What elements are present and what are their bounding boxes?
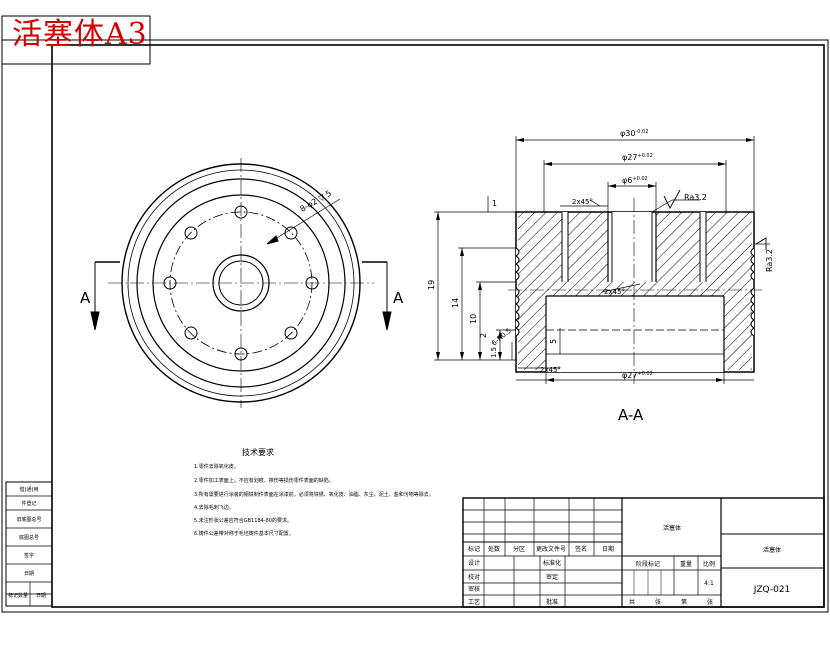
side-row: 件登记 bbox=[21, 500, 36, 507]
sheet-index: 第 bbox=[681, 598, 687, 606]
dim-d6: φ6+0.02 bbox=[622, 176, 648, 185]
dim-chamfer-mid: 2x45° bbox=[604, 288, 625, 296]
dim-h1: 1 bbox=[492, 199, 497, 208]
title-block bbox=[462, 497, 825, 608]
mid-approve: 审定 bbox=[546, 573, 558, 581]
header-date: 日期 bbox=[602, 545, 614, 553]
row-check: 校对 bbox=[468, 573, 480, 581]
dim-d27-top: φ27+0.02 bbox=[622, 153, 653, 162]
side-row: 日期 bbox=[24, 571, 34, 577]
sheet-unit-b: 张 bbox=[707, 598, 713, 606]
tech-item: 4.去除毛刺飞边。 bbox=[194, 504, 234, 511]
inner-border bbox=[51, 44, 825, 608]
dimension-arrows bbox=[436, 138, 754, 382]
side-bottom: 日期 bbox=[36, 593, 46, 599]
material-cell: 活塞体 bbox=[663, 524, 681, 532]
header-count: 处数 bbox=[488, 545, 500, 553]
side-table bbox=[5, 481, 53, 607]
scale-value: 4:1 bbox=[704, 580, 714, 587]
side-table-labels: 借(通)用 件登记 旧底图总号 底图总号 签字 日期 标记数量 日期 bbox=[8, 486, 46, 599]
tech-list: 1.零件去除氧化皮。 2.零件加工表面上，不应有划痕、擦伤等损伤零件表面的缺陷。… bbox=[194, 463, 434, 537]
tech-item: 5.未注形状公差应符合GB1184-80的要求。 bbox=[194, 517, 292, 524]
dim-h2: 2 bbox=[479, 333, 488, 338]
mid-final: 批准 bbox=[546, 598, 558, 606]
scale-label: 比例 bbox=[703, 560, 715, 568]
title-block-text: 标记 处数 分区 更改文件号 签名 日期 设计 校对 审核 工艺 标准化 审定 … bbox=[468, 524, 790, 606]
section-view bbox=[508, 198, 762, 384]
end-view bbox=[90, 158, 392, 408]
side-row: 签字 bbox=[24, 552, 34, 559]
stage-label: 阶段标记 bbox=[636, 560, 660, 568]
dim-h19: 19 bbox=[427, 280, 436, 290]
title-stamp-box bbox=[1, 15, 151, 65]
tech-item: 2.零件加工表面上，不应有划痕、擦伤等损伤零件表面的缺陷。 bbox=[194, 477, 334, 484]
dim-d27-bottom: φ27+0.02 bbox=[622, 371, 653, 380]
tech-heading: 技术要求 bbox=[242, 447, 274, 457]
title-stamp: 活塞体A3 bbox=[12, 17, 148, 52]
tech-item: 6.铸件公差带对称于毛坯铸件基本尺寸配置。 bbox=[194, 530, 294, 537]
outer-border bbox=[1, 39, 829, 613]
header-sign: 签名 bbox=[575, 545, 587, 553]
dim-h10: 10 bbox=[469, 314, 478, 324]
side-row: 旧底图总号 bbox=[16, 516, 41, 523]
dim-chamfer-bottom: 2x45° bbox=[540, 366, 561, 374]
dim-h5: 5 bbox=[549, 339, 558, 344]
dim-h1-5: 1.5 bbox=[490, 347, 498, 358]
sheet-total: 共 bbox=[629, 598, 635, 606]
header-mark: 标记 bbox=[468, 545, 480, 553]
part-name: 活塞体 bbox=[763, 546, 781, 554]
mid-standard: 标准化 bbox=[543, 559, 561, 567]
side-row: 借(通)用 bbox=[20, 486, 39, 493]
drawing-number: JZQ-021 bbox=[753, 585, 791, 595]
section-label: A-A bbox=[618, 406, 644, 424]
dim-d30: φ30-0.02 bbox=[620, 129, 648, 138]
dim-h14: 14 bbox=[451, 298, 460, 308]
header-doc: 更改文件号 bbox=[536, 545, 566, 553]
dim-ra-right: Ra3.2 bbox=[765, 249, 774, 272]
section-arrow-right: A bbox=[393, 289, 404, 307]
sheet-unit-a: 张 bbox=[655, 598, 661, 606]
side-bottom: 标记数量 bbox=[8, 592, 28, 599]
weight-label: 重量 bbox=[680, 560, 692, 568]
section-dimensions bbox=[434, 136, 770, 384]
dim-chamfer-top: 2x45° bbox=[572, 198, 593, 206]
roughness-symbol bbox=[663, 189, 767, 250]
header-zone: 分区 bbox=[513, 545, 525, 553]
tech-item: 1.零件去除氧化皮。 bbox=[194, 463, 239, 470]
dim-ra-top: Ra3.2 bbox=[684, 193, 707, 202]
section-arrow-left: A bbox=[80, 289, 91, 307]
row-design: 设计 bbox=[468, 559, 480, 567]
side-row: 底图总号 bbox=[19, 534, 39, 541]
tech-item: 3.所有需要进行涂装的钢铁制件表面在涂漆前，必须将铁锈、氧化皮、油脂、灰尘、泥土… bbox=[194, 491, 434, 498]
row-review: 审核 bbox=[468, 585, 480, 593]
row-process: 工艺 bbox=[468, 598, 480, 606]
